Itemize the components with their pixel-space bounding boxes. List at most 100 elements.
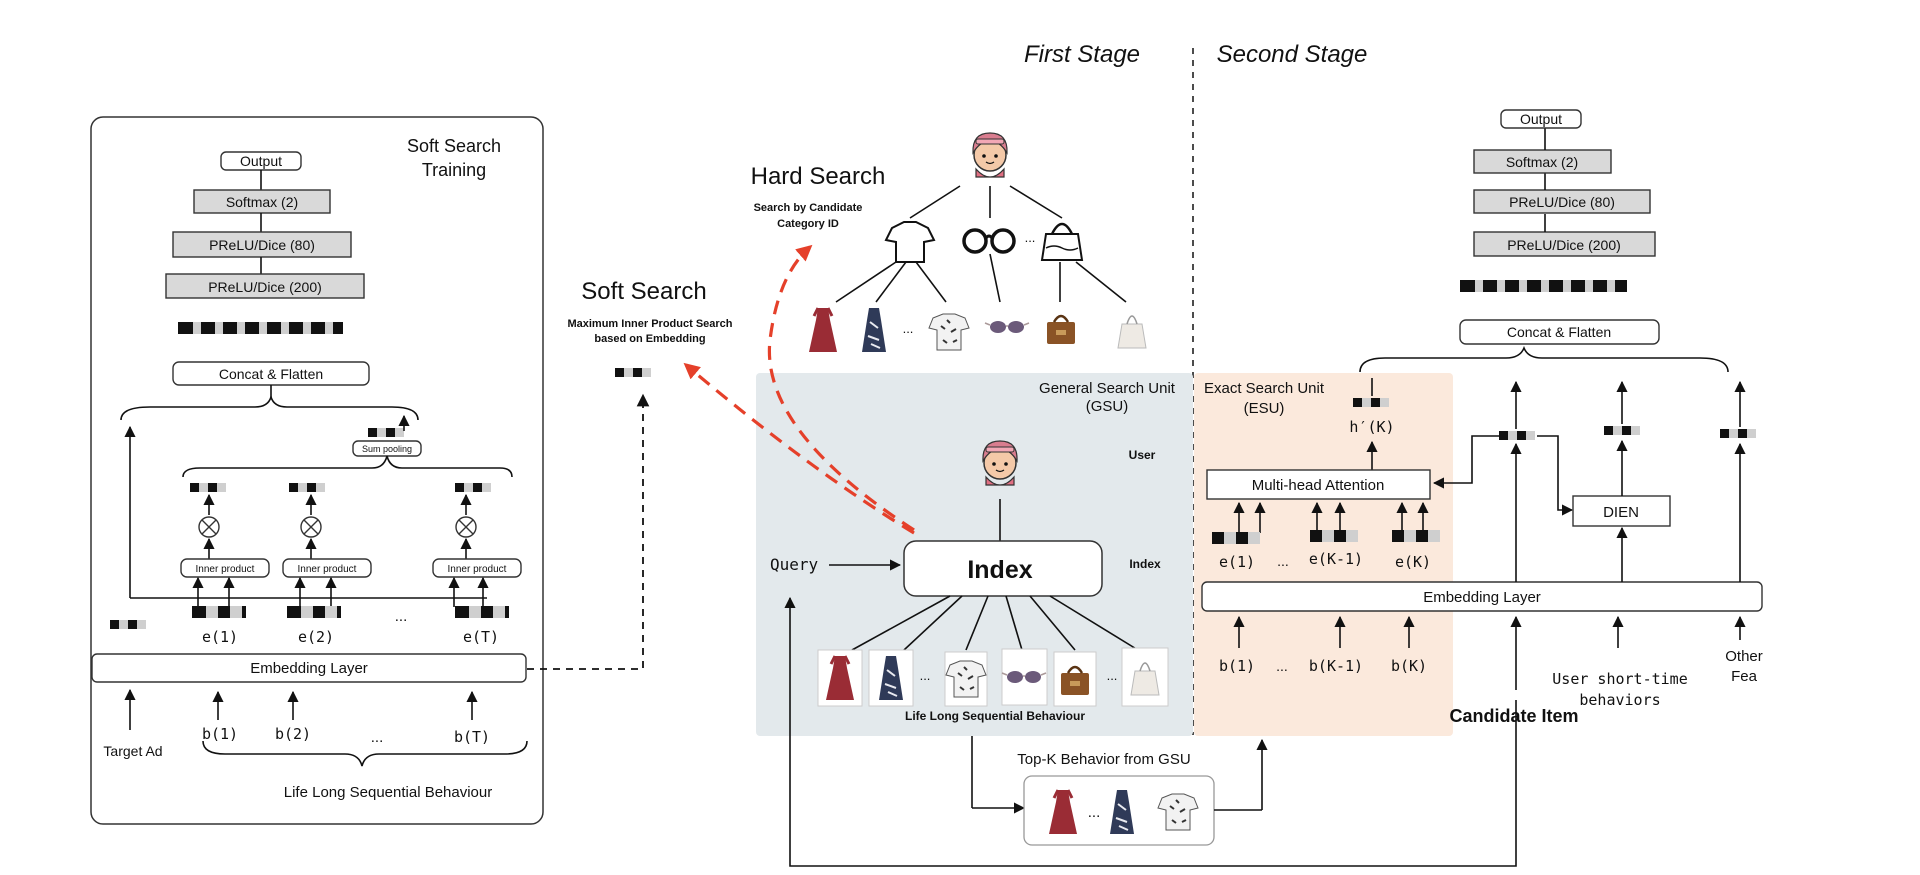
right-concat-brace [1359, 345, 1729, 373]
user-short-label-2: behaviors [1579, 691, 1660, 709]
handbag-icon [1040, 222, 1084, 261]
sum-pooling-brace [182, 455, 513, 478]
inner-product-label-2: Inner product [298, 564, 357, 575]
target-ad-label: Target Ad [103, 743, 162, 759]
left-e-vector-3 [455, 606, 509, 618]
esu-b-label-2: b(K-1) [1309, 657, 1363, 675]
hard-search-ellipsis: ... [1025, 230, 1036, 245]
left-concat-brace [120, 394, 419, 421]
esu-e-label-3: e(K) [1395, 553, 1431, 571]
inner-product-label-1: Inner product [196, 564, 255, 575]
soft-search-training-title-2: Training [422, 160, 486, 180]
esu-e-vector-3 [1392, 530, 1440, 542]
esu-e-vector-2 [1310, 530, 1358, 542]
right-softmax-label: Softmax (2) [1506, 154, 1578, 170]
gsu-title-2: (GSU) [1086, 398, 1129, 415]
esu-b-label-3: b(K) [1391, 657, 1427, 675]
tshirt-icon [884, 221, 936, 263]
index-box-label: Index [967, 556, 1032, 584]
sum-pooling-label: Sum pooling [362, 444, 412, 454]
left-e-label-3: e(T) [463, 628, 499, 646]
right-embedding-layer [1201, 581, 1763, 612]
inner-product-label-3: Inner product [448, 564, 507, 575]
esu-title-2: (ESU) [1244, 400, 1285, 417]
esu-e-vector-1 [1212, 532, 1260, 544]
other-fea-label-1: Other [1725, 648, 1763, 665]
left-ellipsis-b: ... [371, 729, 384, 746]
inner-product-column-3: Inner product [432, 483, 522, 578]
esu-title-1: Exact Search Unit [1204, 380, 1325, 397]
esu-b-label-1: b(1) [1219, 657, 1255, 675]
left-e-vector-2 [287, 606, 341, 618]
left-e-label-2: e(2) [298, 628, 334, 646]
first-stage-label: First Stage [1024, 41, 1140, 68]
left-concat-label: Concat & Flatten [219, 366, 323, 382]
gsu-seq-ellipsis-2: ... [1107, 668, 1118, 683]
left-ellipsis-e: ... [395, 608, 408, 625]
left-b-label-2: b(2) [275, 725, 311, 743]
esu-e-ellipsis: ... [1277, 553, 1289, 569]
user-short-label-1: User short-time [1552, 670, 1687, 688]
left-softmax-label: Softmax (2) [226, 194, 298, 210]
right-concat-label: Concat & Flatten [1507, 324, 1611, 340]
gsu-life-long-label: Life Long Sequential Behaviour [905, 709, 1085, 723]
right-prelu80-label: PReLU/Dice (80) [1509, 194, 1615, 210]
second-stage-label: Second Stage [1217, 41, 1368, 68]
esu-h-label: h′(K) [1349, 418, 1394, 436]
gsu-seq-ellipsis-1: ... [920, 668, 931, 683]
left-prelu80-box [172, 231, 352, 258]
topk-label: Top-K Behavior from GSU [1017, 751, 1190, 768]
hard-search-desc-2: Category ID [777, 218, 839, 230]
left-output-label: Output [240, 153, 282, 169]
right-dense-vector [1460, 280, 1627, 292]
index-box[interactable] [903, 540, 1103, 597]
left-dense-vector [178, 322, 343, 334]
left-embedding-layer [91, 653, 527, 683]
gsu-user-avatar-icon [982, 440, 1018, 486]
right-prelu200-box [1473, 231, 1656, 257]
esu-panel [1194, 373, 1453, 736]
gsu-sequence-thumbnails [817, 647, 1169, 707]
left-prelu80-label: PReLU/Dice (80) [209, 237, 315, 253]
soft-search-red-arrow [683, 362, 915, 535]
mha-box [1206, 469, 1431, 500]
hard-search-items-ellipsis: ... [903, 321, 914, 336]
right-embedding-label: Embedding Layer [1423, 589, 1541, 606]
esu-b-ellipsis: ... [1276, 658, 1288, 674]
left-b-label-1: b(1) [202, 725, 238, 743]
right-prelu80-box [1473, 189, 1651, 214]
right-prelu200-label: PReLU/Dice (200) [1507, 237, 1621, 253]
gsu-index-side-label: Index [1129, 557, 1161, 571]
left-life-long-label: Life Long Sequential Behaviour [284, 784, 493, 801]
left-embedding-label: Embedding Layer [250, 660, 368, 677]
soft-search-dashed-link [527, 393, 650, 670]
soft-search-title: Soft Search [581, 278, 706, 305]
right-softmax-box [1473, 149, 1612, 174]
left-softmax-box [193, 189, 331, 214]
gsu-user-label: User [1129, 448, 1156, 462]
left-prelu200-label: PReLU/Dice (200) [208, 279, 322, 295]
esu-e-label-2: e(K-1) [1309, 550, 1363, 568]
right-output-box [1500, 109, 1582, 129]
left-life-long-brace [202, 740, 528, 767]
candidate-to-index-link [784, 596, 1517, 867]
left-e-label-1: e(1) [202, 628, 238, 646]
inner-product-column-1: Inner product [180, 483, 270, 578]
gsu-title-1: General Search Unit [1039, 380, 1176, 397]
glasses-icon [962, 228, 1016, 254]
hard-search-user-avatar-icon [972, 132, 1008, 178]
query-label: Query [770, 555, 819, 574]
topk-ellipsis: ... [1088, 804, 1101, 821]
right-output-label: Output [1520, 111, 1562, 127]
mha-label: Multi-head Attention [1252, 477, 1385, 494]
dien-label: DIEN [1603, 504, 1639, 521]
esu-e-label-1: e(1) [1219, 553, 1255, 571]
hard-search-title: Hard Search [751, 163, 886, 190]
soft-search-training-panel [90, 116, 544, 825]
right-concat-box [1459, 319, 1660, 345]
left-b-label-3: b(T) [454, 728, 490, 746]
soft-search-training-title-1: Soft Search [407, 136, 501, 156]
soft-search-desc-2: based on Embedding [594, 333, 705, 345]
soft-search-desc-1: Maximum Inner Product Search [567, 318, 732, 330]
